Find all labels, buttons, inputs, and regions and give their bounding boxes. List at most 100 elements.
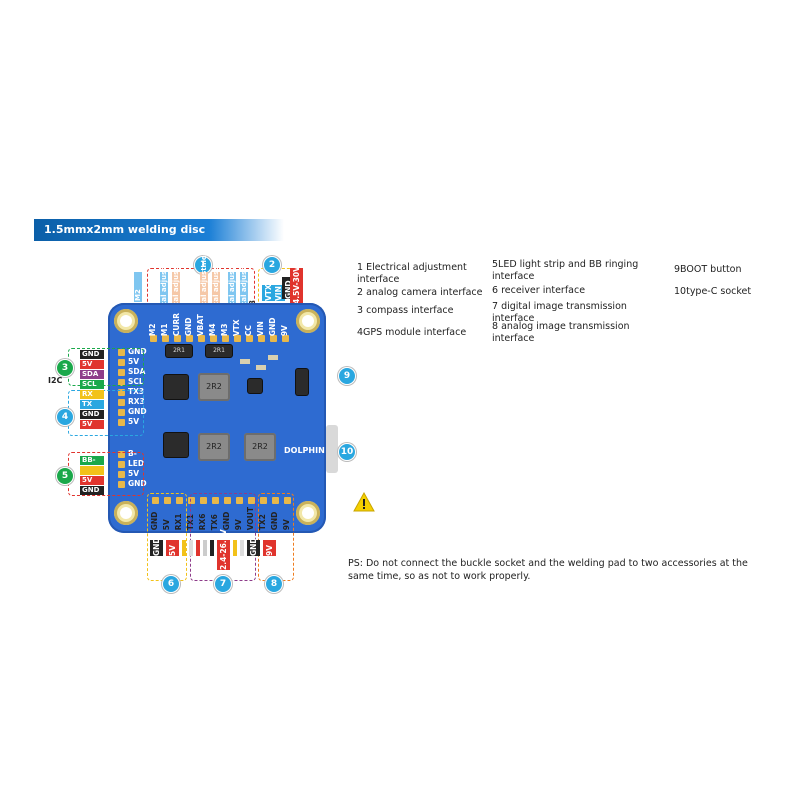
pad xyxy=(270,335,277,342)
mount-hole-br xyxy=(296,501,320,525)
legend-col1: 1 Electrical adjustment interface 2 anal… xyxy=(357,262,487,341)
bottom-tag-tx1 xyxy=(189,540,193,556)
inductor-1: 2R2 xyxy=(198,373,230,401)
left-tag-5v: 5V xyxy=(80,360,104,369)
bottom-tag-tx2 xyxy=(240,540,244,556)
inductor-3: 2R2 xyxy=(244,433,276,461)
callout-10: 10 xyxy=(338,443,356,461)
legend-item-7: 7 digital image transmission interface xyxy=(492,301,627,324)
top-pin: M2 xyxy=(148,323,157,337)
left-pin: LED xyxy=(128,459,145,468)
top-pin: GND xyxy=(184,317,193,337)
bottom-tag-rx6 xyxy=(196,540,200,556)
bottom-tags: GND 5V 2.4-26.4V GND 9V xyxy=(150,529,276,570)
pad xyxy=(118,369,125,376)
left-pin: SDA xyxy=(128,367,146,376)
legend-item-6: 6 receiver interface xyxy=(492,285,586,296)
callout-2: 2 xyxy=(263,256,281,274)
bottom-tag-rx1 xyxy=(182,540,186,556)
left-pad-col xyxy=(118,349,125,426)
left-tag-gnd: GND xyxy=(80,350,104,359)
callout-6: 6 xyxy=(162,575,180,593)
legend-item-8: 8 analog image transmission interface xyxy=(492,321,630,344)
legend-item-3: 3 compass interface xyxy=(357,305,454,316)
board-brand: DOLPHIN xyxy=(284,446,325,455)
chip-2r1-a: 2R1 xyxy=(166,345,192,357)
pad xyxy=(186,335,193,342)
mount-hole-tl xyxy=(114,309,138,333)
callout-5: 5 xyxy=(56,467,74,485)
warning-icon xyxy=(353,492,375,512)
pad xyxy=(152,497,159,504)
bottom-tag-tx6 xyxy=(203,540,207,556)
mount-hole-bl xyxy=(114,501,138,525)
boot-button[interactable] xyxy=(296,369,308,395)
bottom-tag-9v: 9V xyxy=(263,540,276,556)
bottom-tag-5v: 5V xyxy=(166,540,179,556)
legend-item-2: 2 analog camera interface xyxy=(357,287,483,298)
bottom-tag-vrange: 2.4-26.4V xyxy=(217,529,230,570)
bottom-tag-gnd: GND xyxy=(150,537,163,556)
legend-col2: 5LED light strip and BB ringing interfac… xyxy=(492,259,672,344)
pad xyxy=(236,497,243,504)
pad xyxy=(150,335,157,342)
ic-chip-2 xyxy=(164,433,188,457)
pad xyxy=(118,359,125,366)
pad xyxy=(162,335,169,342)
left-tags: GND 5V SDA SCL RX TX GND 5V xyxy=(80,350,104,429)
callout-4: 4 xyxy=(56,408,74,426)
left-tag-bb: BB- xyxy=(80,456,104,465)
left-tag-5v2: 5V xyxy=(80,420,104,429)
pad xyxy=(272,497,279,504)
left-tag-gnd2: GND xyxy=(80,410,104,419)
usb-c-socket[interactable] xyxy=(326,425,338,473)
bottom-tag-vout xyxy=(233,540,237,556)
smd-part xyxy=(240,359,250,364)
pad xyxy=(118,461,125,468)
chip-2r1-b: 2R1 xyxy=(206,345,232,357)
left-pin: GND xyxy=(128,479,147,488)
left-pin: 5V xyxy=(128,417,140,426)
pad xyxy=(188,497,195,504)
pad xyxy=(118,471,125,478)
top-pad-row xyxy=(150,335,300,343)
bottom-tag-gnd3: GND xyxy=(247,537,260,556)
top-pin: M1 xyxy=(160,323,169,337)
pad xyxy=(176,497,183,504)
left-pin: 5V xyxy=(128,357,140,366)
top-pin: VIN xyxy=(256,321,265,337)
pad xyxy=(198,335,205,342)
pad xyxy=(118,419,125,426)
pad xyxy=(118,481,125,488)
top-pin: M4 xyxy=(208,323,217,337)
left-tag-tx: TX xyxy=(80,400,104,409)
left-pin: GND xyxy=(128,407,147,416)
left-pin: B- xyxy=(128,449,137,458)
top-pin: VBAT xyxy=(196,314,205,337)
mount-hole-tr xyxy=(296,309,320,333)
left-tag-5v3: 5V xyxy=(80,476,104,485)
pad xyxy=(118,349,125,356)
pad xyxy=(118,409,125,416)
left-tag-gnd3: GND xyxy=(80,486,104,495)
left-tag-scl: SCL xyxy=(80,380,104,389)
legend-col3: 9BOOT button 10type-C socket xyxy=(674,264,774,298)
pad xyxy=(118,451,125,458)
pad xyxy=(260,497,267,504)
smd-part xyxy=(268,355,278,360)
pad xyxy=(212,497,219,504)
pad xyxy=(248,497,255,504)
ic-chip-1 xyxy=(164,375,188,399)
i2c-label: I2C xyxy=(48,376,63,385)
top-pin: VTX xyxy=(232,319,241,337)
top-pin: M3 xyxy=(220,323,229,337)
legend-item-10: 10type-C socket xyxy=(674,286,752,297)
left-pin: 5V xyxy=(128,469,140,478)
pad xyxy=(174,335,181,342)
ic-chip-3 xyxy=(248,379,262,393)
callout-7: 7 xyxy=(214,575,232,593)
pad xyxy=(234,335,241,342)
top-label-m2: M2 xyxy=(134,272,142,302)
left-pin-labels-2: B- LED 5V GND xyxy=(128,449,147,489)
top-pin: CC xyxy=(244,325,253,337)
